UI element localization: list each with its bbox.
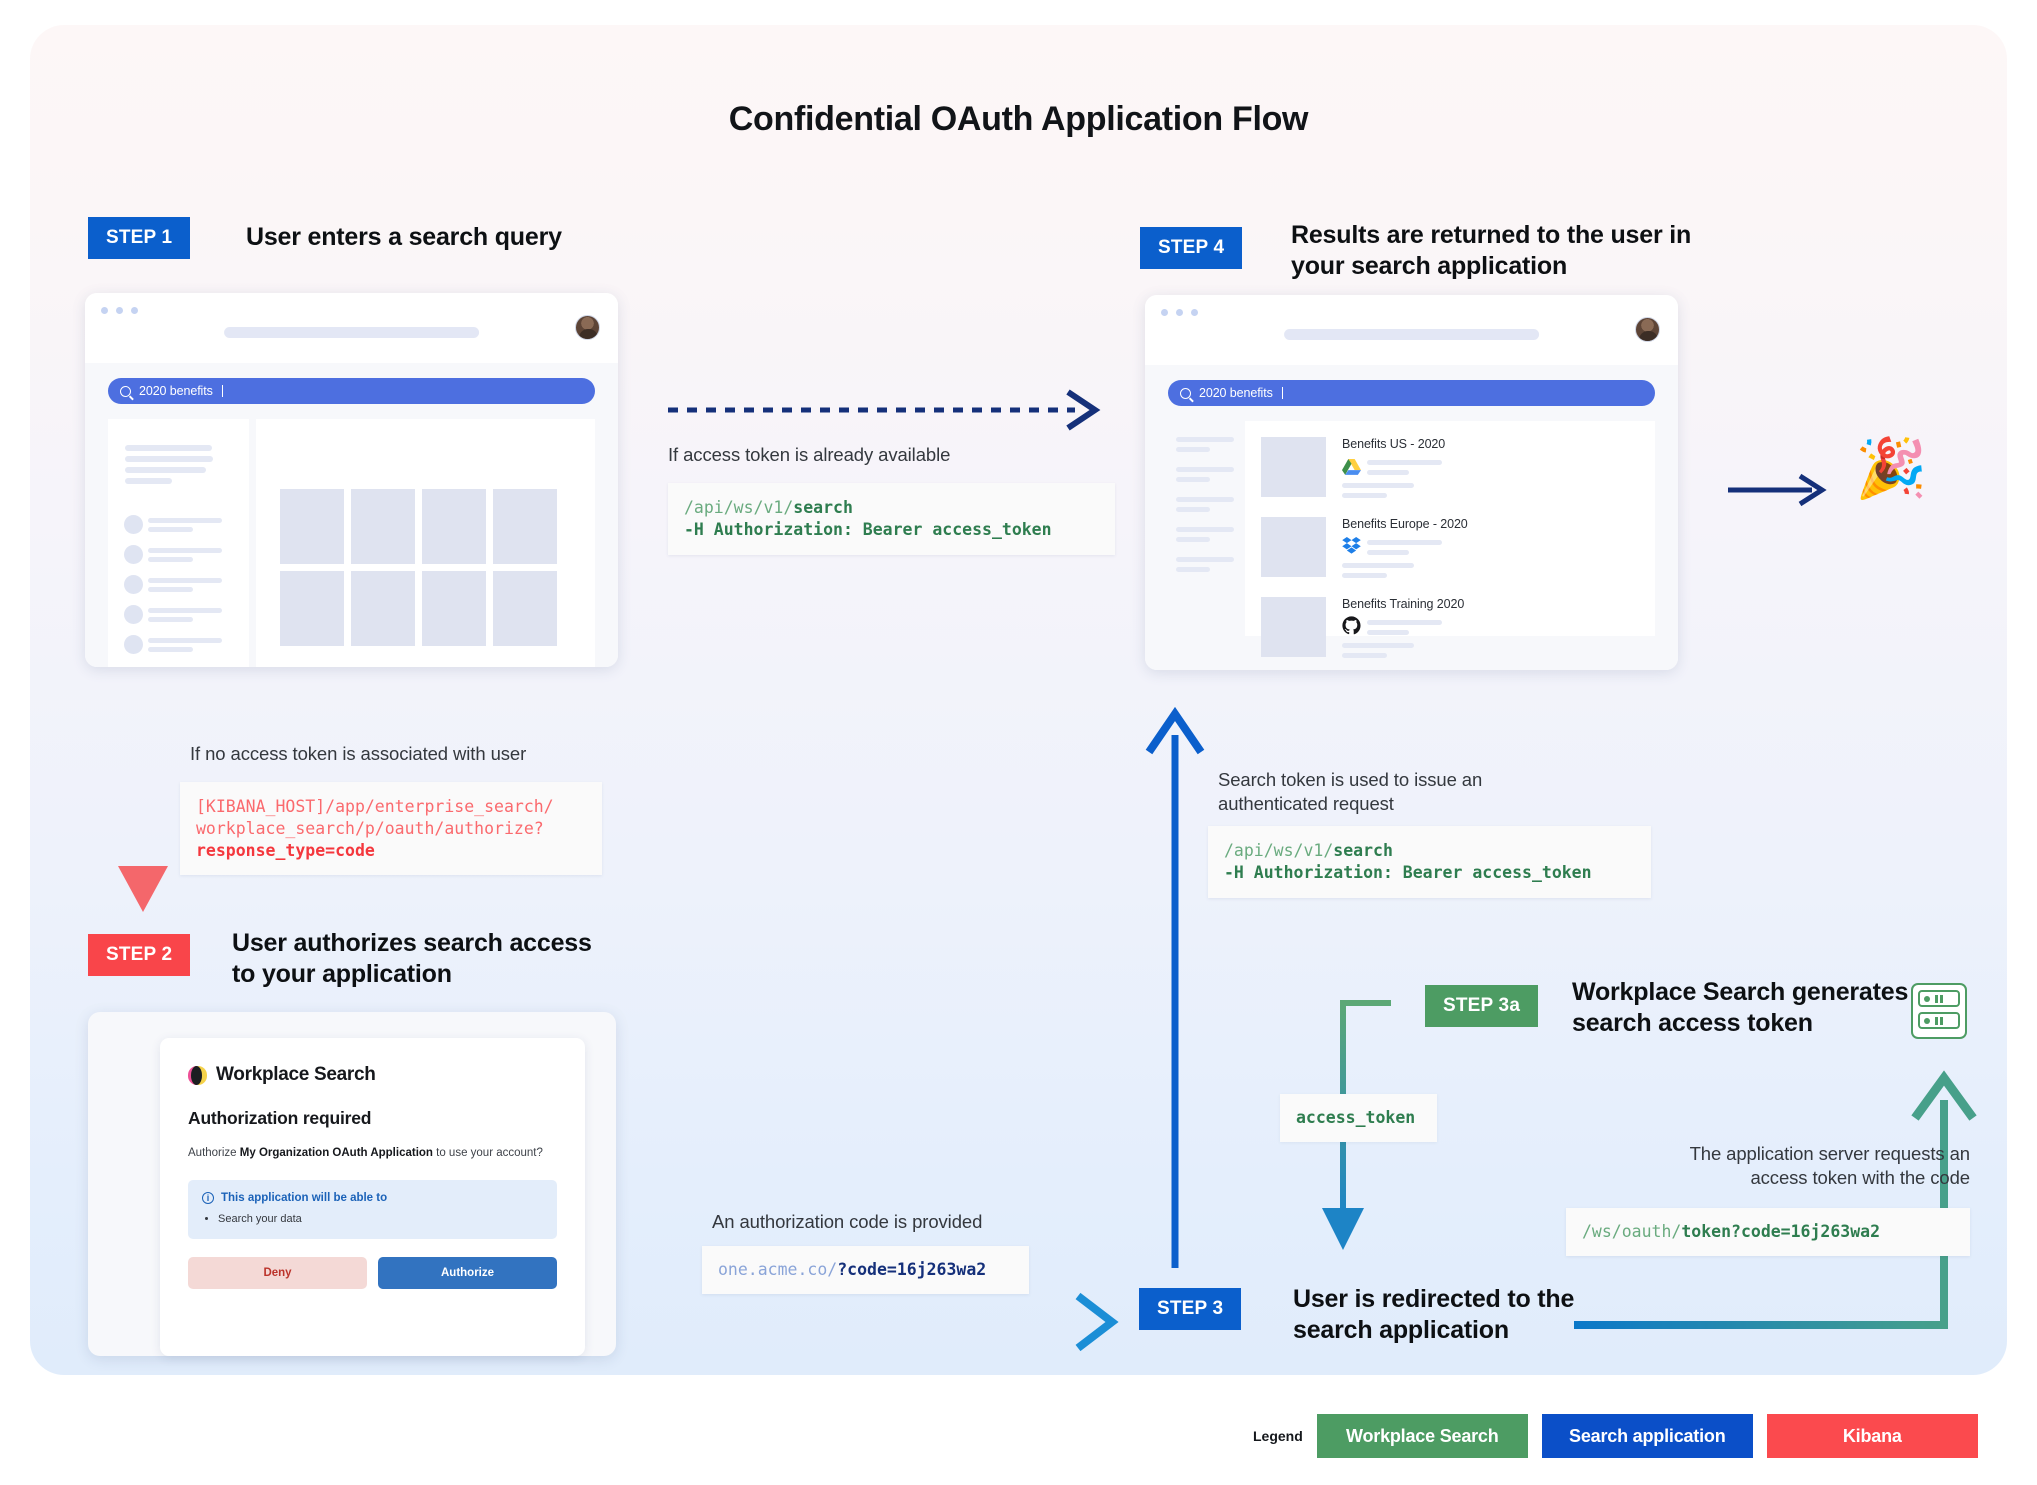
code-redirect-with-code: one.acme.co/?code=16j263wa2 [702,1246,1029,1294]
page-title: Confidential OAuth Application Flow [728,100,1309,138]
text-caret [221,385,223,397]
auth-description: Authorize My Organization OAuth Applicat… [188,1145,557,1162]
code-bold: ?code=16j263wa2 [837,1260,987,1279]
result-title: Benefits Europe - 2020 [1342,517,1468,531]
avatar [575,315,600,340]
search-input[interactable]: 2020 benefits [1168,380,1655,406]
auth-actions: Deny Authorize [188,1257,557,1290]
permissions-list: Search your data [218,1213,543,1225]
code-token-exchange: /ws/oauth/token?code=16j263wa2 [1566,1208,1970,1256]
search-query-text: 2020 benefits [1199,386,1273,400]
avatar [1635,317,1660,342]
callout-title: This application will be able to [221,1192,388,1205]
auth-desc-post: to use your account? [432,1147,543,1159]
step-3-title: User is redirected to the search applica… [1293,1285,1575,1344]
authorization-mockup: Workplace Search Authorization required … [88,1012,616,1356]
auth-heading: Authorization required [188,1108,372,1128]
window-dots-icon [1161,309,1198,316]
note-auth-code: An authorization code is provided [712,1211,983,1232]
code-search-request-1: /api/ws/v1/search -H Authorization: Bear… [668,483,1115,555]
step-3a-badge: STEP 3a [1425,985,1539,1027]
result-thumbnail [1261,597,1326,657]
search-query-text: 2020 benefits [139,384,213,398]
server-icon [1911,983,1967,1039]
step-1-title: User enters a search query [246,223,562,251]
code-dim: one.acme.co/ [718,1260,838,1279]
workplace-search-logo-row: Workplace Search [188,1064,557,1086]
search-icon [120,385,131,397]
code-bold: access_token [1296,1108,1416,1127]
legend: Legend Workplace Search Search applicati… [1253,1414,1978,1458]
product-name: Workplace Search [216,1064,376,1085]
authorize-button[interactable]: Authorize [378,1257,557,1290]
note-search-token-used: Search token is used to issue an authent… [1218,769,1483,815]
code-bold: response_type=code [196,840,375,860]
code-bold: token?code=16j263wa2 [1681,1222,1881,1241]
code-dim: /api/ws/v1/ [1224,841,1334,860]
legend-item-search-application: Search application [1541,1414,1753,1458]
result-thumbnail [1261,437,1326,497]
note-server-requests-token: The application server requests an acces… [1689,1143,1971,1189]
auth-desc-app: My Organization OAuth Application [239,1147,433,1159]
info-icon: i [202,1192,214,1205]
list-item: Search your data [218,1213,543,1225]
workplace-search-logo-icon [188,1065,207,1085]
search-app-mockup-step4: 2020 benefits Benefits US - 202 [1145,295,1678,670]
search-icon [1180,387,1191,399]
facet-sidebar [108,419,249,667]
code-kibana-authorize: [KIBANA_HOST]/app/enterprise_search/ wor… [180,782,602,876]
browser-chrome [1145,295,1678,365]
search-app-mockup-step1: 2020 benefits [85,293,618,667]
github-icon [1342,616,1361,635]
result-title: Benefits US - 2020 [1342,437,1446,451]
legend-item-kibana: Kibana [1766,1414,1978,1458]
code-dim: [KIBANA_HOST]/app/enterprise_search/ wor… [196,797,554,838]
legend-item-workplace-search: Workplace Search [1316,1414,1528,1458]
step-3-badge: STEP 3 [1139,1288,1242,1330]
step-4-title: Results are returned to the user in your… [1291,221,1692,280]
authorization-card: Workplace Search Authorization required … [160,1038,585,1356]
window-dots-icon [101,307,138,314]
deny-button[interactable]: Deny [188,1257,367,1290]
url-bar-placeholder [1283,329,1540,340]
legend-label: Legend [1253,1428,1303,1444]
code-bold: search -H Authorization: Bearer access_t… [684,498,1052,539]
text-caret [1281,387,1283,399]
step-3a-title: Workplace Search generates search access… [1572,978,1909,1037]
search-input[interactable]: 2020 benefits [108,378,595,404]
step-4-badge: STEP 4 [1140,227,1243,269]
auth-desc-pre: Authorize [188,1147,240,1159]
step-2-title: User authorizes search access to your ap… [232,929,592,988]
code-access-token-label: access_token [1280,1094,1437,1142]
dropbox-icon [1342,537,1361,554]
results-grid [256,419,595,667]
note-no-token: If no access token is associated with us… [190,743,527,764]
google-drive-icon [1342,458,1361,475]
result-title: Benefits Training 2020 [1342,597,1465,611]
step-2-badge: STEP 2 [88,934,191,976]
party-popper-icon: 🎉 [1855,436,1928,501]
note-token-available: If access token is already available [668,444,951,465]
facet-sidebar [1168,421,1245,670]
code-bold: search -H Authorization: Bearer access_t… [1224,841,1592,882]
callout-header: i This application will be able to [202,1192,543,1205]
permissions-callout: i This application will be able to Searc… [188,1180,557,1240]
results-list: Benefits US - 2020 Benefits Europe - 202… [1245,421,1655,658]
app-body: 2020 benefits [85,363,618,667]
code-dim: /ws/oauth/ [1582,1222,1682,1241]
result-thumbnail [1261,517,1326,577]
code-dim: /api/ws/v1/ [684,498,794,517]
url-bar-placeholder [223,327,480,338]
app-body: 2020 benefits Benefits US - 202 [1145,365,1678,670]
browser-chrome [85,293,618,363]
code-search-request-2: /api/ws/v1/search -H Authorization: Bear… [1208,826,1651,898]
step-1-badge: STEP 1 [88,217,191,259]
